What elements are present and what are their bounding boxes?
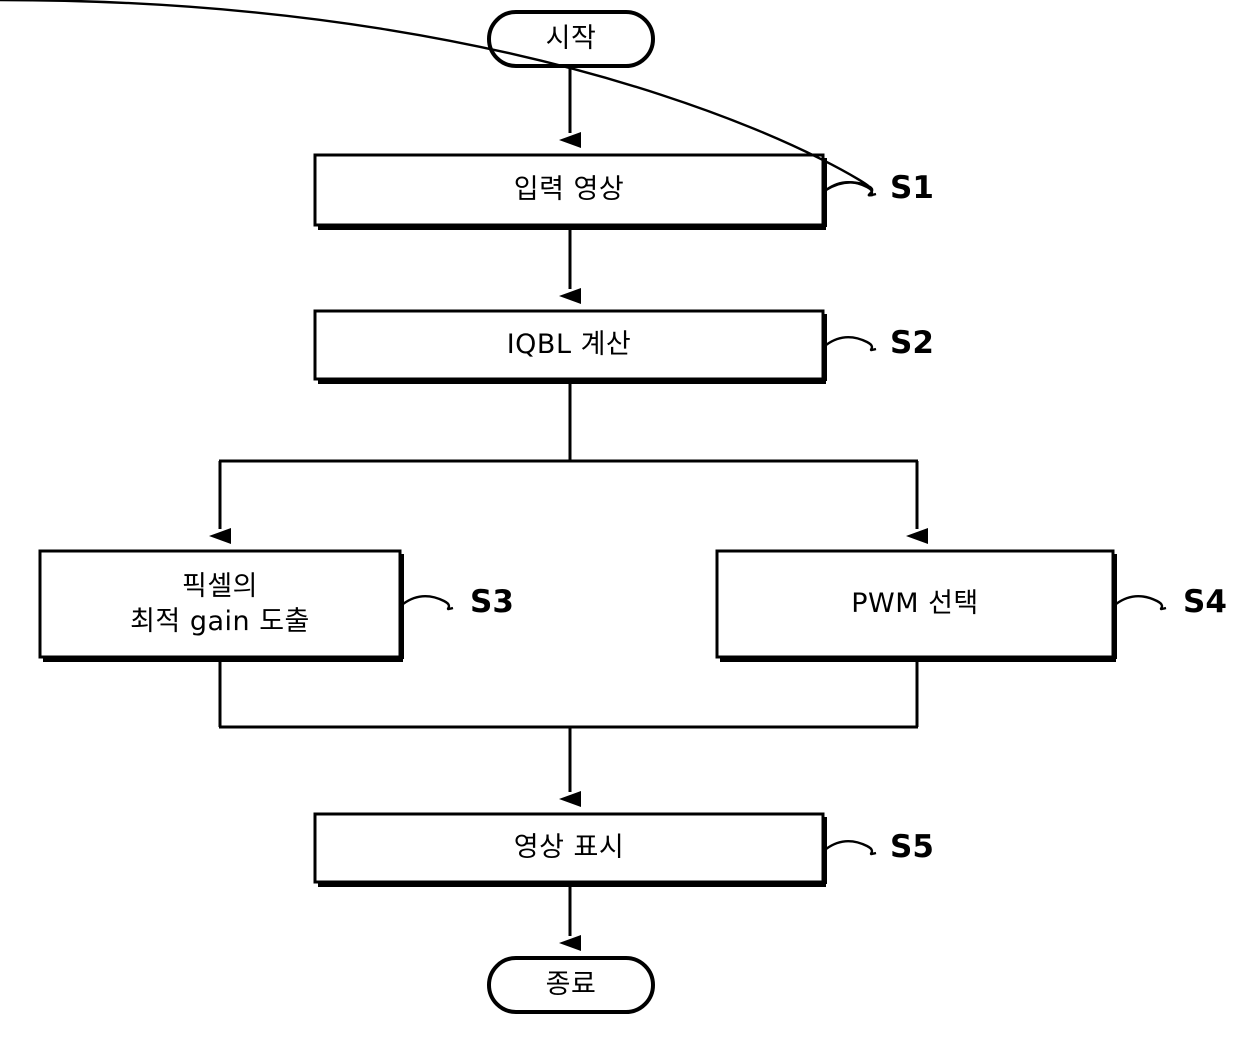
step-s5-label: 영상 표시 xyxy=(513,831,625,863)
step-s3-shape xyxy=(38,549,402,659)
step-s4-label: PWM 선택 xyxy=(851,587,979,619)
step-s3-shadow xyxy=(43,554,404,662)
leader-line-s2 xyxy=(825,335,877,352)
step-s2-shadow xyxy=(318,314,827,384)
start-terminal-label: 시작 xyxy=(545,22,597,54)
leader-line-s5 xyxy=(825,839,877,856)
leader-line-s4 xyxy=(1115,594,1167,611)
end-terminal-label: 종료 xyxy=(545,968,597,1000)
step-s5-shape xyxy=(313,812,825,884)
step-s1-shadow xyxy=(318,158,827,230)
step-s2-label: IQBL 계산 xyxy=(506,328,632,360)
step-s3-tag: S3 xyxy=(470,584,514,620)
step-s5-shadow xyxy=(318,817,827,887)
step-s1-label: 입력 영상 xyxy=(513,173,625,205)
step-s3-label-line1: 픽셀의 xyxy=(181,570,259,602)
step-s1-shape xyxy=(313,153,825,227)
step-s4-tag: S4 xyxy=(1183,584,1227,620)
step-s3-label-line2: 최적 gain 도출 xyxy=(130,606,310,637)
leader-line-s3 xyxy=(402,594,454,611)
step-s1-tag: S1 xyxy=(890,170,934,206)
end-terminal-shape xyxy=(487,956,655,1014)
leader-line-s1-curve xyxy=(825,180,877,197)
step-s4-shape xyxy=(715,549,1115,659)
step-s2-shape xyxy=(313,309,825,381)
step-s5-tag: S5 xyxy=(890,829,934,865)
step-s3-label: 픽셀의 최적 gain 도출 xyxy=(40,551,400,657)
step-s2-tag: S2 xyxy=(890,325,934,361)
